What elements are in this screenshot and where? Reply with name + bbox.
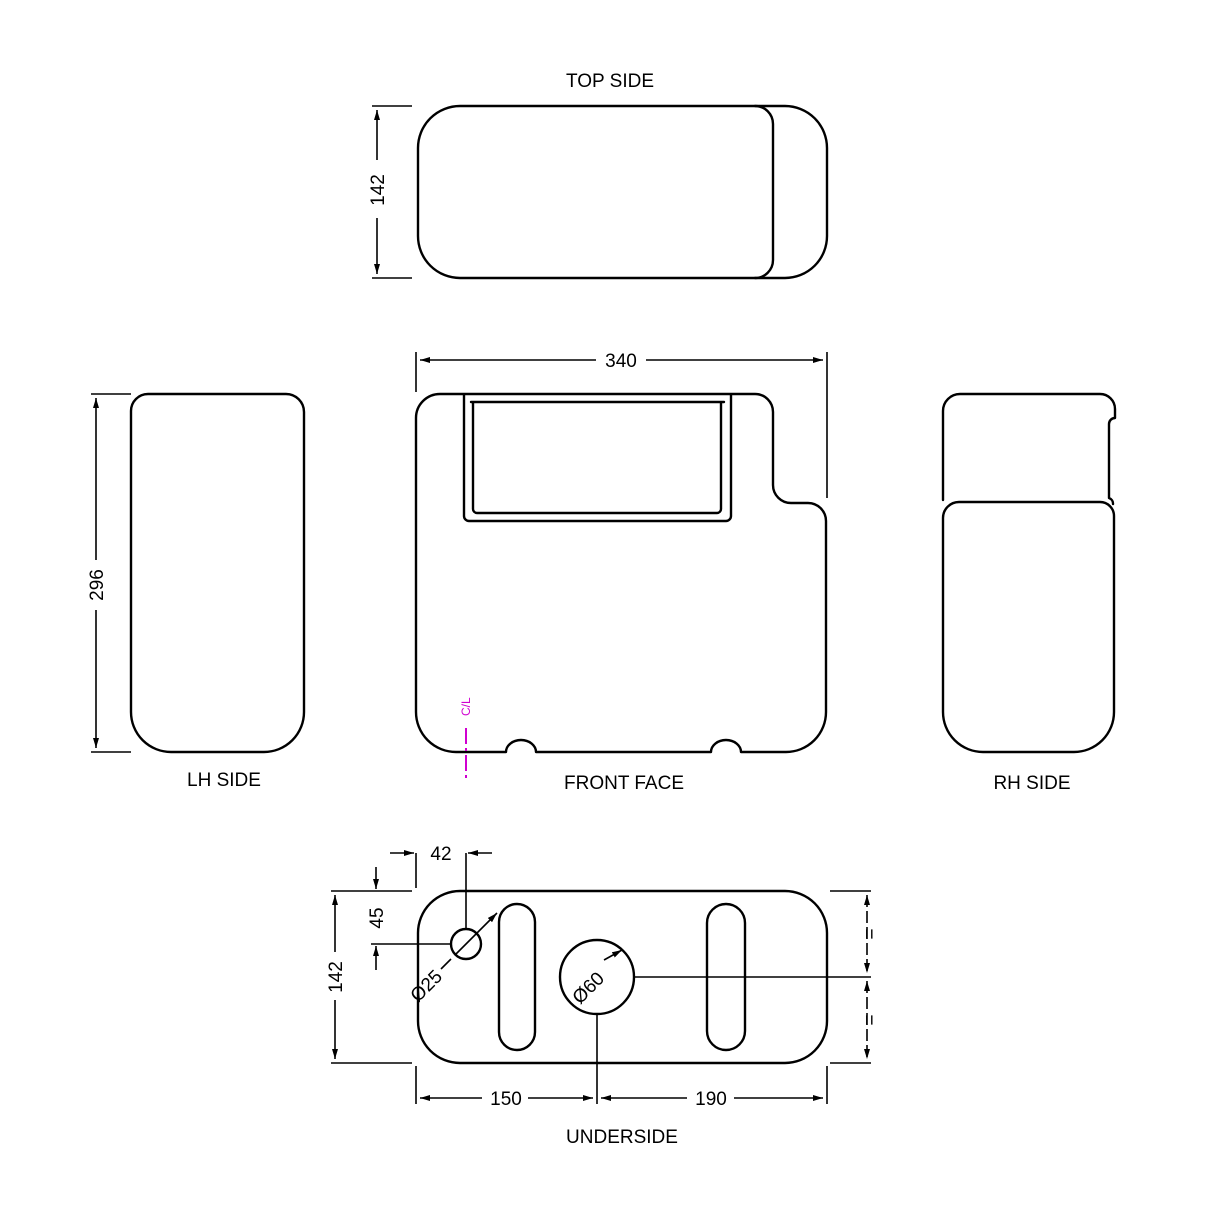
- top-side-outline: [416, 104, 829, 280]
- right-offset-dim: 190: [695, 1089, 727, 1110]
- front-face-view: 340 C/L FRONT FACE: [414, 351, 828, 794]
- front-width-dim: 340: [605, 351, 637, 372]
- equal-mark-upper: =: [860, 928, 881, 939]
- front-face-label: FRONT FACE: [564, 773, 684, 794]
- rh-side-label: RH SIDE: [993, 773, 1070, 794]
- top-side-height-dim: 142: [368, 174, 389, 206]
- small-hole-diameter: Ø25: [407, 966, 447, 1006]
- rh-side-lower-outline: [941, 500, 1116, 754]
- equal-mark-lower: =: [860, 1014, 881, 1025]
- underside-slot-left: [497, 902, 537, 1052]
- front-recess-inner: [469, 400, 726, 515]
- underside-height-dim: 142: [326, 961, 347, 993]
- top-side-view: TOP SIDE 142: [368, 71, 829, 280]
- rh-side-upper-outline: [941, 392, 1117, 506]
- underside-label: UNDERSIDE: [566, 1127, 678, 1148]
- lh-height-dim: 296: [87, 569, 108, 601]
- lh-side-outline: [129, 392, 306, 754]
- front-face-outline: [414, 392, 828, 754]
- lh-side-label: LH SIDE: [187, 770, 261, 791]
- underside-outline: [416, 889, 829, 1065]
- underside-view: 42 45 142 Ø25 Ø60 = = 150: [326, 844, 881, 1148]
- top-side-label: TOP SIDE: [566, 71, 654, 92]
- front-recess-outer: [462, 393, 733, 523]
- top-side-lid-edge: [753, 104, 775, 280]
- rh-side-view: RH SIDE: [941, 392, 1117, 794]
- offset-y-dim: 45: [367, 907, 388, 928]
- left-offset-dim: 150: [490, 1089, 522, 1110]
- offset-x-dim: 42: [430, 844, 451, 865]
- lh-side-view: 296 LH SIDE: [87, 392, 306, 791]
- centerline-label: C/L: [459, 697, 473, 716]
- large-hole-diameter: Ø60: [569, 968, 609, 1008]
